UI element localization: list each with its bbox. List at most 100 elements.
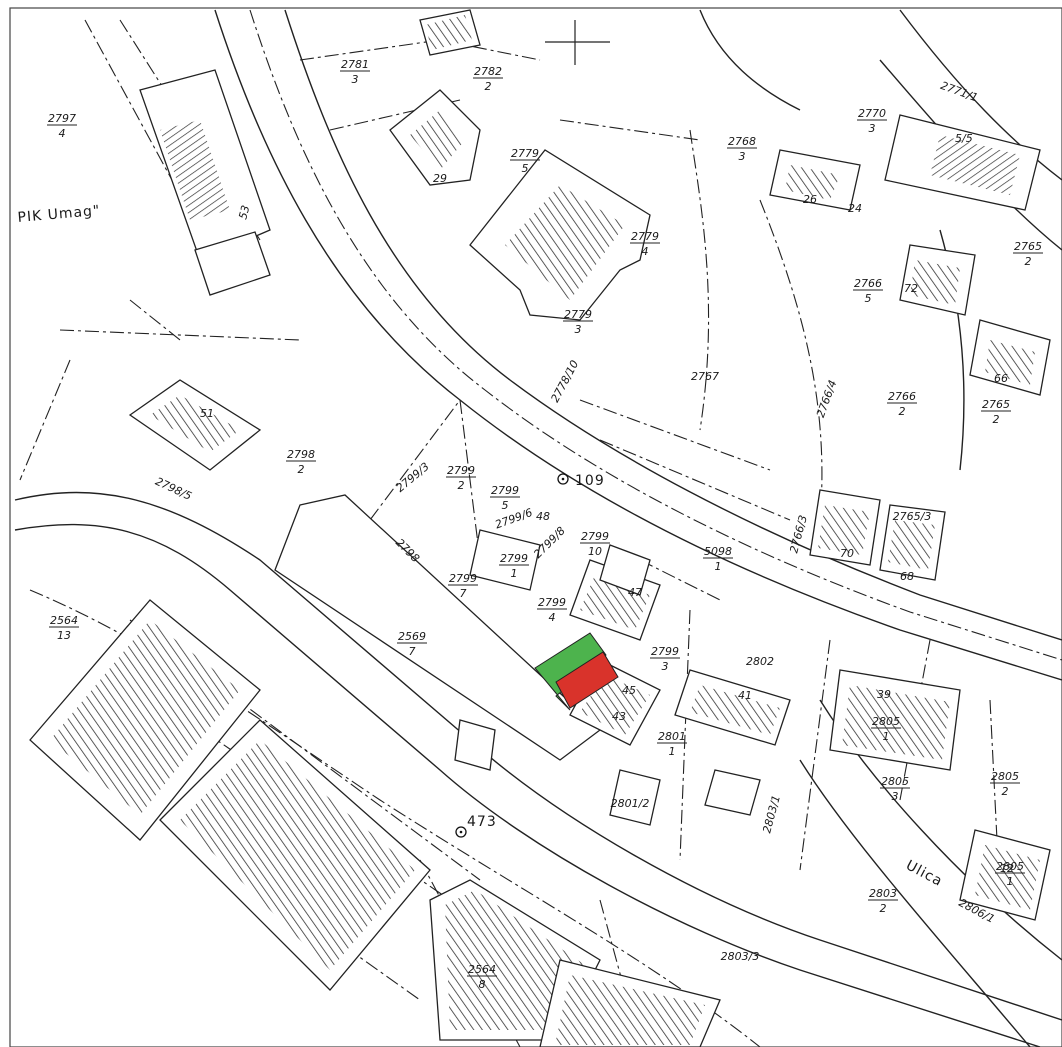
parcel-denominator: 2 [458, 479, 465, 492]
parcel-label-2799-3b: 2799 3 [650, 645, 680, 673]
parcel-denominator: 1 [1007, 875, 1014, 888]
parcel-denominator: 4 [59, 127, 66, 140]
svg-text:29: 29 [433, 172, 447, 185]
parcel-label-2799-2: 2799 2 [446, 464, 476, 492]
parcel-numerator: 2779 [511, 147, 539, 160]
parcel-denominator: 3 [739, 150, 746, 163]
parcel-number: 2803/3 [721, 950, 760, 963]
parcel-numerator: 2805 [872, 715, 900, 728]
svg-text:41: 41 [738, 689, 752, 702]
highlighted-parcels [534, 632, 619, 711]
parcel-denominator: 4 [642, 245, 649, 258]
highlight-red-parcel [555, 651, 619, 709]
parcel-denominator: 7 [409, 645, 416, 658]
parcel-label-2767: 2767 [691, 370, 719, 383]
svg-text:66: 66 [994, 372, 1008, 385]
point-473-label: 473 [467, 814, 497, 830]
parcel-number: 2799/6 [493, 506, 534, 531]
parcel-denominator: 3 [892, 790, 899, 803]
svg-text:24: 24 [848, 202, 862, 215]
parcel-denominator: 2 [880, 902, 887, 915]
parcel-denominator: 7 [460, 587, 467, 600]
parcel-denominator: 1 [715, 560, 722, 573]
parcel-number: 2803/1 [760, 794, 783, 835]
survey-cross [545, 20, 610, 65]
parcel-label-2802: 2802 [746, 655, 774, 668]
parcel-numerator: 2766 [888, 390, 916, 403]
svg-text:12: 12 [1000, 862, 1014, 875]
parcel-label-2799-6: 2799/6 [493, 506, 534, 531]
parcel-denominator: 3 [869, 122, 876, 135]
parcel-label-2797-4: 2797 4 [47, 112, 77, 140]
parcel-numerator: 2779 [564, 308, 592, 321]
parcel-numerator: 5098 [704, 545, 732, 558]
parcel-label-2779-3: 2779 3 [563, 308, 593, 336]
parcel-label-2799-4: 2799 4 [537, 596, 567, 624]
parcel-denominator: 1 [511, 567, 518, 580]
parcel-number: 2778/10 [548, 358, 581, 404]
parcel-label-2765-3: 2765/3 [893, 510, 932, 523]
map-frame [9, 7, 1062, 1047]
parcel-label-2803-3: 2803/3 [721, 950, 760, 963]
parcel-denominator: 3 [352, 73, 359, 86]
parcel-label-2798-5: 2798/5 [153, 475, 194, 503]
parcel-label-2805-3: 2805 3 [880, 775, 910, 803]
parcel-numerator: 2798 [287, 448, 315, 461]
parcel-label-2766-5: 2766 5 [853, 277, 883, 305]
parcel-denominator: 2 [1025, 255, 1032, 268]
parcel-label-2778-10: 2778/10 [548, 358, 581, 404]
parcel-numerator: 2765 [982, 398, 1010, 411]
parcel-numerator: 2766 [854, 277, 882, 290]
svg-text:47: 47 [628, 586, 642, 599]
parcel-numerator: 2805 [991, 770, 1019, 783]
parcel-numerator: 2799 [651, 645, 679, 658]
parcel-numerator: 2779 [631, 230, 659, 243]
parcel-denominator: 5 [865, 292, 872, 305]
point-109: 109 [557, 473, 605, 489]
parcel-denominator: 2 [485, 80, 492, 93]
svg-text:51: 51 [200, 407, 214, 420]
parcel-numerator: 2782 [474, 65, 502, 78]
svg-text:5/5: 5/5 [955, 132, 973, 145]
svg-text:70: 70 [840, 547, 854, 560]
parcel-number: 2799/8 [531, 524, 568, 561]
parcel-denominator: 3 [575, 323, 582, 336]
svg-text:45: 45 [622, 684, 636, 697]
parcel-label-2782-2: 2782 2 [473, 65, 503, 93]
parcel-label-2779-4: 2779 4 [630, 230, 660, 258]
parcel-numerator: 2781 [341, 58, 369, 71]
parcel-number: 2802 [746, 655, 774, 668]
svg-text:68: 68 [900, 570, 914, 583]
parcel-numerator: 2799 [447, 464, 475, 477]
upper-right-roads [689, 9, 1062, 521]
parcel-numerator: 2799 [538, 596, 566, 609]
parcel-number: 2767 [691, 370, 719, 383]
parcel-label-2803-1: 2803/1 [760, 794, 783, 835]
parcel-numerator: 2797 [48, 112, 76, 125]
point-109-label: 109 [575, 473, 605, 489]
parcel-label-2766-4: 2766/4 [814, 378, 839, 419]
parcel-numerator: 2564 [468, 963, 496, 976]
parcel-number: 2799/3 [394, 460, 432, 495]
parcel-number: 2798/5 [153, 475, 194, 503]
parcel-numerator: 2799 [491, 484, 519, 497]
parcel-numerator: 2805 [881, 775, 909, 788]
parcel-label-5098-1: 5098 1 [703, 545, 733, 573]
parcel-denominator: 3 [662, 660, 669, 673]
parcel-number: 2801/2 [611, 797, 650, 810]
parcel-denominator: 4 [549, 611, 556, 624]
svg-text:43: 43 [612, 710, 626, 723]
